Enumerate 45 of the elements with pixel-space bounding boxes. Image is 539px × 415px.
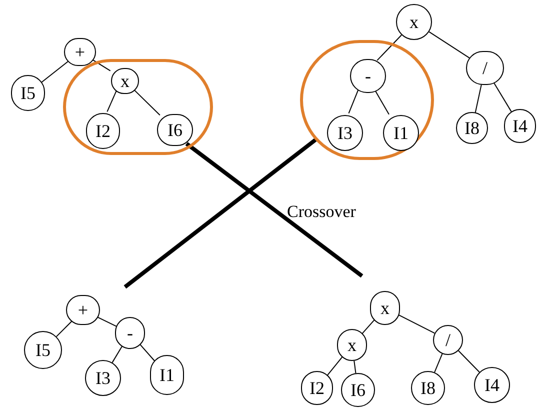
tree-branch — [474, 84, 482, 113]
tree-branch — [458, 350, 480, 373]
tree-branch — [326, 356, 343, 376]
node-label: I8 — [464, 119, 480, 137]
tree-branch — [106, 90, 118, 112]
tree-branch — [140, 344, 156, 362]
tree-branch — [398, 314, 436, 334]
tree-branch — [92, 60, 111, 72]
node-label: x — [410, 13, 418, 31]
node-label: x — [120, 72, 130, 90]
tree-branch — [434, 353, 443, 373]
crossover-label: Crossover — [287, 201, 356, 223]
node-label: I8 — [420, 379, 436, 397]
node-label: I2 — [96, 122, 110, 140]
tree-branch — [362, 319, 375, 334]
node-label: x — [380, 299, 390, 317]
node-label: I3 — [338, 124, 352, 142]
node-label: I4 — [484, 376, 500, 394]
node-label: I5 — [36, 341, 50, 359]
tree-branch — [97, 316, 117, 327]
node-label: I6 — [350, 381, 366, 399]
node-label: / — [482, 59, 488, 77]
tree-branch — [494, 82, 512, 112]
tree-branch — [56, 320, 72, 338]
node-label: I5 — [20, 84, 36, 102]
node-label: x — [348, 336, 356, 354]
node-label: I3 — [96, 369, 110, 387]
node-label: - — [127, 324, 133, 342]
crossover-line — [185, 142, 364, 278]
tree-branch — [112, 346, 122, 364]
node-label: + — [78, 301, 88, 319]
node-label: I6 — [168, 121, 182, 139]
node-label: I1 — [394, 124, 408, 142]
tree-branch — [354, 360, 356, 374]
node-label: + — [74, 43, 86, 61]
tree-branch — [428, 31, 470, 59]
node-label: I1 — [160, 366, 174, 384]
tree-branch — [376, 34, 402, 61]
node-label: - — [365, 67, 371, 85]
node-label: / — [445, 331, 450, 349]
tree-branch — [41, 60, 69, 83]
node-label: I4 — [512, 117, 528, 135]
node-label: I2 — [310, 379, 324, 397]
crossover-line — [124, 138, 318, 289]
tree-branch — [348, 88, 360, 114]
